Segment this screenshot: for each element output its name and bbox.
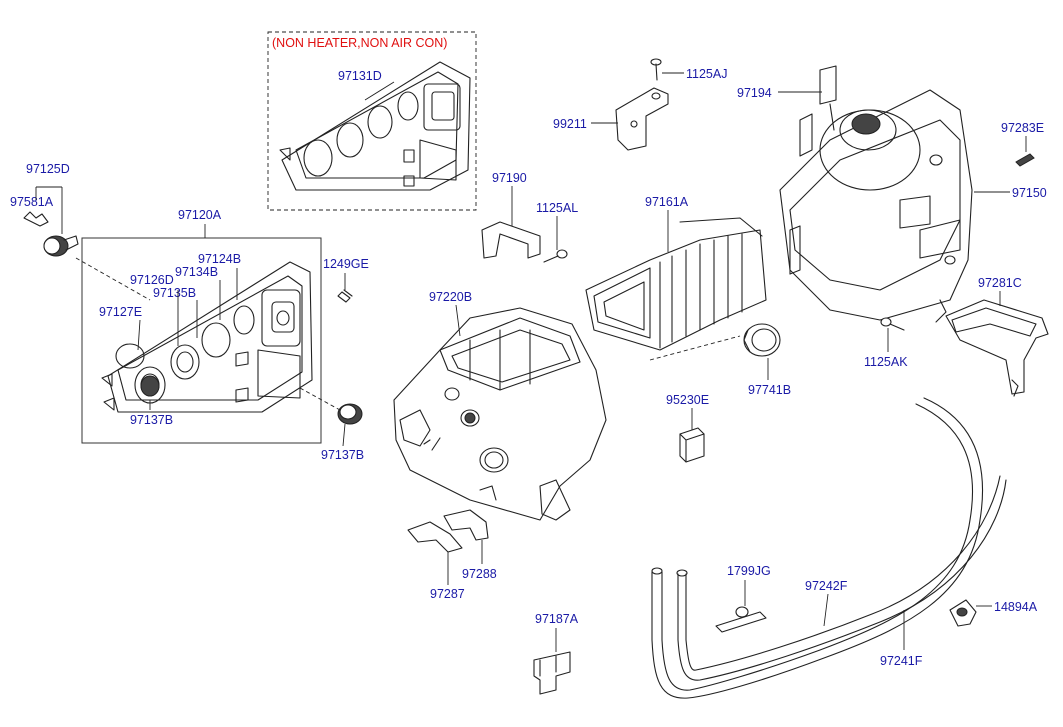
label-1125AL: 1125AL [536, 201, 578, 215]
part-97741B-ring [743, 323, 781, 357]
label-97150: 97150 [1012, 186, 1047, 200]
label-97190: 97190 [492, 171, 527, 185]
label-14894A: 14894A [994, 600, 1038, 614]
part-97131D-panel [279, 61, 471, 191]
label-97125D: 97125D [26, 162, 70, 176]
label-97581A: 97581A [10, 195, 54, 209]
non-heater-note: (NON HEATER,NON AIR CON) [272, 36, 447, 50]
part-97120A-control-panel [101, 261, 313, 413]
part-95230E-relay [679, 427, 705, 463]
part-1125AK-bolt [880, 317, 905, 331]
label-97135B: 97135B [153, 286, 196, 300]
part-1125AL-bolt [543, 249, 568, 263]
part-99211-bracket [615, 87, 669, 151]
part-97127E-knob-back [115, 343, 145, 369]
label-97288: 97288 [462, 567, 497, 581]
label-97131D: 97131D [338, 69, 382, 83]
part-97288-clamp [443, 509, 489, 541]
label-95230E: 95230E [666, 393, 709, 407]
part-97281C-duct [945, 299, 1049, 397]
part-1125AJ-bolt [650, 58, 662, 81]
label-97120A: 97120A [178, 208, 222, 222]
label-1125AK: 1125AK [864, 355, 908, 369]
label-97281C: 97281C [978, 276, 1022, 290]
part-14894A-clip [949, 599, 977, 627]
label-1799JG: 1799JG [727, 564, 771, 578]
label-97194: 97194 [737, 86, 772, 100]
part-1799JG-tie [715, 606, 767, 633]
label-97187A: 97187A [535, 612, 579, 626]
part-97190-bracket [481, 221, 541, 259]
label-97126D: 97126D [130, 273, 174, 287]
part-97220B-heater-unit [393, 307, 607, 521]
label-97287: 97287 [430, 587, 465, 601]
label-97134B: 97134B [175, 265, 218, 279]
part-97150-blower-unit [779, 65, 973, 323]
part-97287-clamp [407, 521, 463, 553]
label-97137B-outer: 97137B [321, 448, 364, 462]
part-97137B-knob-outer [337, 403, 363, 425]
label-97741B: 97741B [748, 383, 791, 397]
non-heater-inset-box [267, 31, 477, 211]
label-99211: 99211 [553, 117, 587, 131]
label-97137B-inner: 97137B [130, 413, 173, 427]
label-97124B: 97124B [198, 252, 241, 266]
assembly-97120A-box [81, 237, 322, 444]
label-97127E: 97127E [99, 305, 142, 319]
part-97283E-seal [1015, 153, 1035, 167]
label-1125AJ: 1125AJ [686, 67, 727, 81]
label-97242F: 97242F [805, 579, 848, 593]
label-1249GE: 1249GE [323, 257, 369, 271]
part-97581A-clip [23, 211, 49, 227]
part-97187A-bracket [533, 651, 571, 695]
part-97125D-knob [43, 235, 79, 257]
part-97241F-hose [651, 397, 984, 699]
part-97137B-knob-inner [140, 375, 160, 397]
part-97161A-duct [585, 217, 767, 351]
label-97283E: 97283E [1001, 121, 1044, 135]
label-97220B: 97220B [429, 290, 472, 304]
part-97242F-hose [676, 475, 1007, 681]
label-97161A: 97161A [645, 195, 689, 209]
part-1249GE-screw [337, 289, 353, 303]
label-97241F: 97241F [880, 654, 923, 668]
